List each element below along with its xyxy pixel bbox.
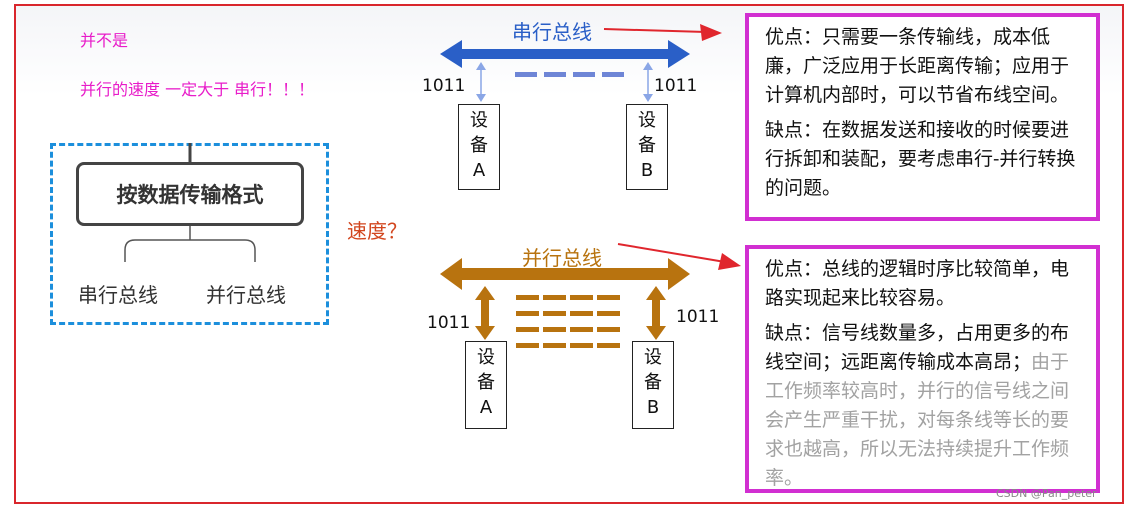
serial-cons: 缺点：在数据发送和接收的时候要进行拆卸和装配，要考虑串行-并行转换的问题。: [765, 119, 1076, 199]
note-line-1: 并不是: [80, 31, 129, 50]
serial-pros-cons-panel: 优点：只需要一条传输线，成本低廉，广泛应用于长距离传输；应用于计算机内部时，可以…: [745, 13, 1100, 221]
note-line-2: 并行的速度 一定大于 串行！！！: [80, 80, 315, 99]
serial-device-a: 设 备 A: [458, 104, 500, 190]
parallel-device-b: 设 备 B: [632, 341, 674, 429]
category-child-serial: 串行总线: [78, 283, 158, 307]
serial-bus-label: 串行总线: [512, 20, 592, 44]
serial-value-left: 1011: [422, 76, 466, 96]
serial-device-b: 设 备 B: [626, 104, 668, 190]
parallel-value-right: 1011: [676, 307, 720, 327]
parallel-bus-arrow: [440, 258, 690, 290]
category-title-box: 按数据传输格式: [76, 162, 304, 226]
serial-value-right: 1011: [654, 76, 698, 96]
parallel-value-left: 1011: [427, 313, 471, 333]
parallel-device-a: 设 备 A: [465, 341, 507, 429]
parallel-cons-gray: 由于工作频率较高时，并行的信号线之间会产生严重干扰，对每条线等长的要求也越高，所…: [765, 351, 1070, 489]
parallel-pros-cons-panel: 优点：总线的逻辑时序比较简单，电路实现起来比较容易。 缺点：信号线数量多，占用更…: [745, 245, 1100, 493]
parallel-link-b: [646, 286, 666, 340]
speed-question: 速度？: [347, 219, 407, 243]
parallel-pros: 优点：总线的逻辑时序比较简单，电路实现起来比较容易。: [765, 258, 1070, 309]
callout-arrow-parallel: [617, 243, 741, 270]
parallel-cons-dark: 缺点：信号线数量多，占用更多的布线空间；远距离传输成本高昂；: [765, 322, 1070, 373]
parallel-cons: 缺点：信号线数量多，占用更多的布线空间；远距离传输成本高昂；由于工作频率较高时，…: [765, 319, 1086, 493]
category-child-parallel: 并行总线: [206, 283, 286, 307]
serial-pros: 优点：只需要一条传输线，成本低廉，广泛应用于长距离传输；应用于计算机内部时，可以…: [765, 26, 1070, 106]
parallel-data-dashes: [516, 295, 620, 348]
parallel-link-a: [475, 286, 495, 340]
watermark: CSDN @Pan_peter: [996, 487, 1097, 500]
serial-link-a: [476, 62, 486, 102]
serial-data-dashes: [515, 72, 624, 77]
parallel-bus-label: 并行总线: [522, 246, 602, 270]
serial-bus-arrow: [440, 40, 690, 68]
callout-arrow-serial: [603, 24, 722, 41]
serial-link-b: [643, 62, 653, 102]
